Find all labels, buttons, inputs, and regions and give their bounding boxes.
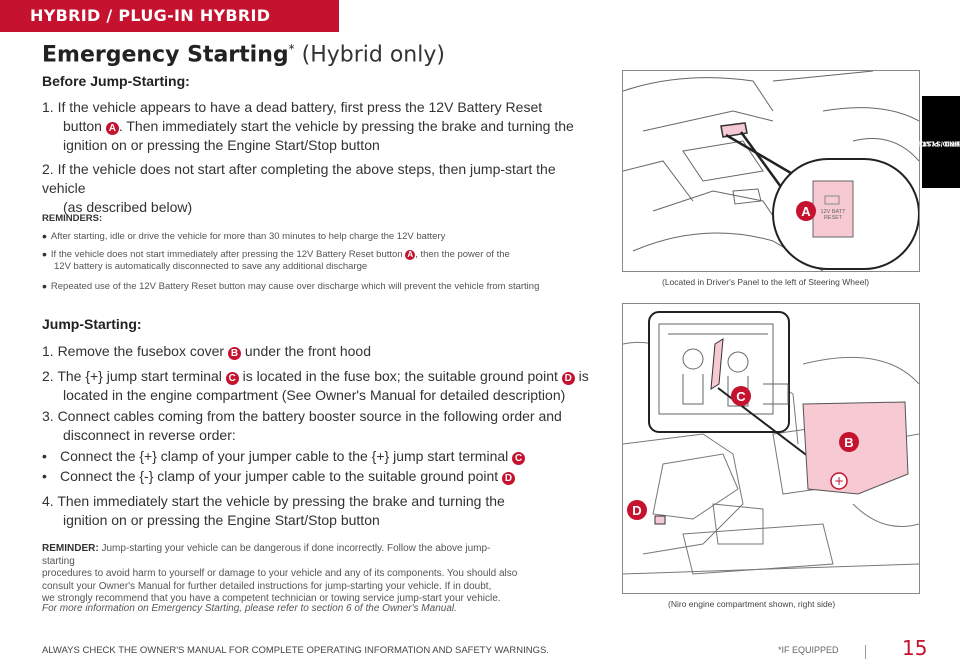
jump-step-2: 2. The {+} jump start terminal C is loca…: [42, 368, 589, 403]
jump-bullet-1: •Connect the {+} clamp of your jumper ca…: [42, 448, 526, 465]
jump-step-4: 4. Then immediately start the vehicle by…: [42, 493, 505, 528]
step1-line3: ignition on or pressing the Engine Start…: [63, 137, 380, 153]
before-step-1: 1. If the vehicle appears to have a dead…: [42, 98, 597, 155]
step1-line2: button A. Then immediately start the veh…: [63, 118, 574, 135]
callout-b-circle: [839, 432, 859, 452]
jump-bullet-2: •Connect the {-} clamp of your jumper ca…: [42, 468, 516, 485]
step2-line2: (as described below): [63, 199, 193, 215]
step2-line1: 2. If the vehicle does not start after c…: [42, 161, 556, 196]
badge-d-2: D: [502, 472, 516, 485]
badge-a-small: A: [405, 250, 416, 260]
section-header: HYBRID / PLUG-IN HYBRID SYSTEM: [0, 0, 339, 57]
footer-warning: ALWAYS CHECK THE OWNER'S MANUAL FOR COMP…: [42, 645, 549, 656]
callout-c-circle: [731, 386, 751, 406]
before-step-2: 2. If the vehicle does not start after c…: [42, 160, 597, 217]
reminder-label: REMINDER:: [42, 543, 99, 554]
caption-drivers-panel: (Located in Driver's Panel to the left o…: [662, 277, 870, 287]
batt-reset-line1: 12V BATT: [821, 209, 847, 215]
plus-terminal-icon: [830, 472, 848, 490]
more-info-note: For more information on Emergency Starti…: [42, 603, 457, 614]
title-suffix: (Hybrid only): [301, 42, 445, 68]
callout-c: C: [736, 389, 746, 404]
badge-c-2: C: [512, 452, 526, 465]
callout-a: A: [801, 204, 811, 219]
callout-d: D: [632, 503, 641, 518]
ground-point-icon: [654, 515, 666, 525]
step1-line1: 1. If the vehicle appears to have a dead…: [42, 99, 543, 115]
drivers-panel-illustration: 12V BATT RESET A: [622, 70, 920, 272]
title-mark: *: [288, 42, 295, 56]
jump-step-1: 1. Remove the fusebox cover B under the …: [42, 343, 371, 360]
jump-heading: Jump-Starting:: [42, 316, 142, 332]
reminder-3: •Repeated use of the 12V Battery Reset b…: [42, 278, 540, 294]
svg-text:+: +: [834, 474, 844, 488]
badge-d: D: [561, 372, 575, 385]
page-number: 15: [902, 636, 928, 660]
reminders-heading: REMINDERS:: [42, 213, 103, 224]
engine-compartment-illustration: + C B D: [622, 303, 920, 594]
reminder-jump: REMINDER: Jump-starting your vehicle can…: [42, 543, 518, 604]
engine-compartment-drawing: + C B D: [623, 311, 919, 575]
badge-b: B: [228, 347, 241, 360]
callout-a-circle: [796, 201, 816, 221]
title-main: Emergency Starting: [42, 42, 289, 68]
badge-c: C: [225, 372, 239, 385]
reminder-2: •If the vehicle does not start immediate…: [42, 246, 510, 272]
reminder-1: •After starting, idle or drive the vehic…: [42, 228, 446, 244]
before-heading: Before Jump-Starting:: [42, 73, 190, 89]
if-equipped-note: *IF EQUIPPED: [778, 645, 839, 655]
drivers-panel-drawing: 12V BATT RESET A: [623, 71, 919, 271]
footer-divider: [865, 645, 866, 659]
badge-a: A: [105, 122, 119, 135]
callout-d-circle: [627, 500, 647, 520]
jump-step-3: 3. Connect cables coming from the batter…: [42, 408, 562, 443]
battery-icon: [824, 195, 840, 205]
batt-reset-line2: RESET: [824, 215, 843, 221]
callout-b: B: [844, 435, 853, 450]
page-title: Emergency Starting* (Hybrid only): [42, 42, 445, 67]
caption-engine-compartment: (Niro engine compartment shown, right si…: [668, 599, 836, 609]
